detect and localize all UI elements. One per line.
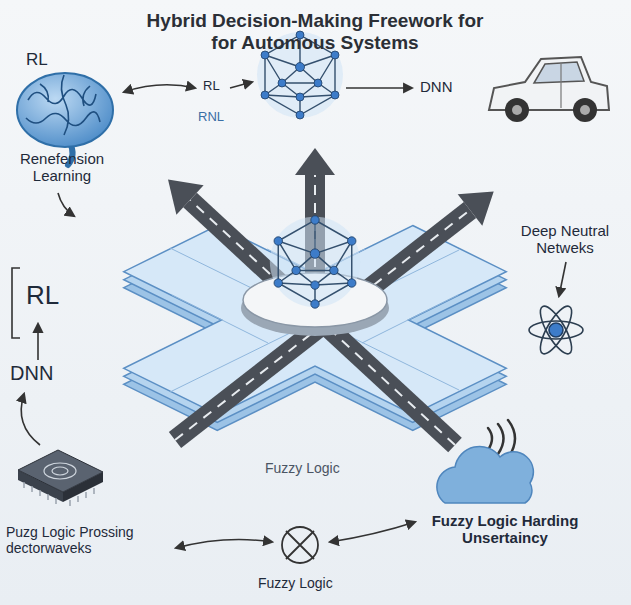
bracket (12, 268, 20, 338)
label-text: RL (26, 50, 48, 70)
road-arrowhead (168, 180, 204, 215)
label-text: Fuzzy Logic Harding Unsertaincy (420, 512, 590, 547)
car-door (560, 63, 561, 108)
wave (498, 424, 504, 454)
label-text: RNL (198, 110, 224, 125)
label-text: RL (203, 79, 220, 94)
label-text: Deep Neutral Netweks (506, 222, 624, 257)
road-arrows (168, 148, 494, 445)
label-text: Puzg Logic Prossing dectorwaveks (6, 524, 166, 556)
double-arrow (330, 522, 415, 542)
car-hub (580, 105, 590, 115)
atom-core (549, 323, 563, 337)
car-wheel (505, 98, 529, 122)
chip-pattern (44, 463, 76, 479)
fuzzy-symbol (282, 527, 318, 563)
chip-icon (18, 450, 103, 506)
atom-orbit (535, 302, 578, 358)
road (190, 200, 455, 445)
chip-pins (24, 482, 94, 506)
double-arrow (124, 85, 195, 92)
leader-line (58, 193, 74, 216)
label-text: RL (26, 281, 59, 311)
wave (488, 428, 492, 450)
cloud-icon (437, 446, 534, 503)
car-wheel (573, 98, 597, 122)
fuzzy-cross (286, 531, 314, 559)
car-icon (489, 57, 609, 122)
label-text: Fuzzy Logic (258, 575, 333, 591)
atom-orbit (535, 302, 578, 358)
atom-orbit (529, 321, 583, 339)
label-text: DNN (10, 362, 53, 385)
network-icon (270, 216, 360, 308)
arrow (559, 262, 566, 296)
arrow (230, 82, 252, 88)
double-arrow (176, 540, 272, 548)
label-text: DNN (420, 78, 453, 95)
chip-pattern (52, 467, 68, 475)
label-text: Renefension Learning (6, 150, 118, 185)
atom-icon (529, 302, 583, 358)
car-hub (512, 105, 522, 115)
arrow (346, 87, 412, 89)
chip-top (18, 450, 103, 492)
brain-folds (26, 75, 100, 135)
car-window (534, 62, 584, 83)
curved-arrow (21, 394, 40, 445)
fuzzy-ring (282, 527, 318, 563)
arrow (37, 324, 39, 360)
label-text: Fuzzy Logic (265, 460, 340, 476)
road-marking (190, 200, 455, 445)
road-arrowhead (295, 148, 335, 175)
brain-shape (17, 73, 113, 147)
road-arrowhead (458, 192, 494, 226)
diagram-title: Hybrid Decision-Making Freework for for … (145, 10, 485, 54)
